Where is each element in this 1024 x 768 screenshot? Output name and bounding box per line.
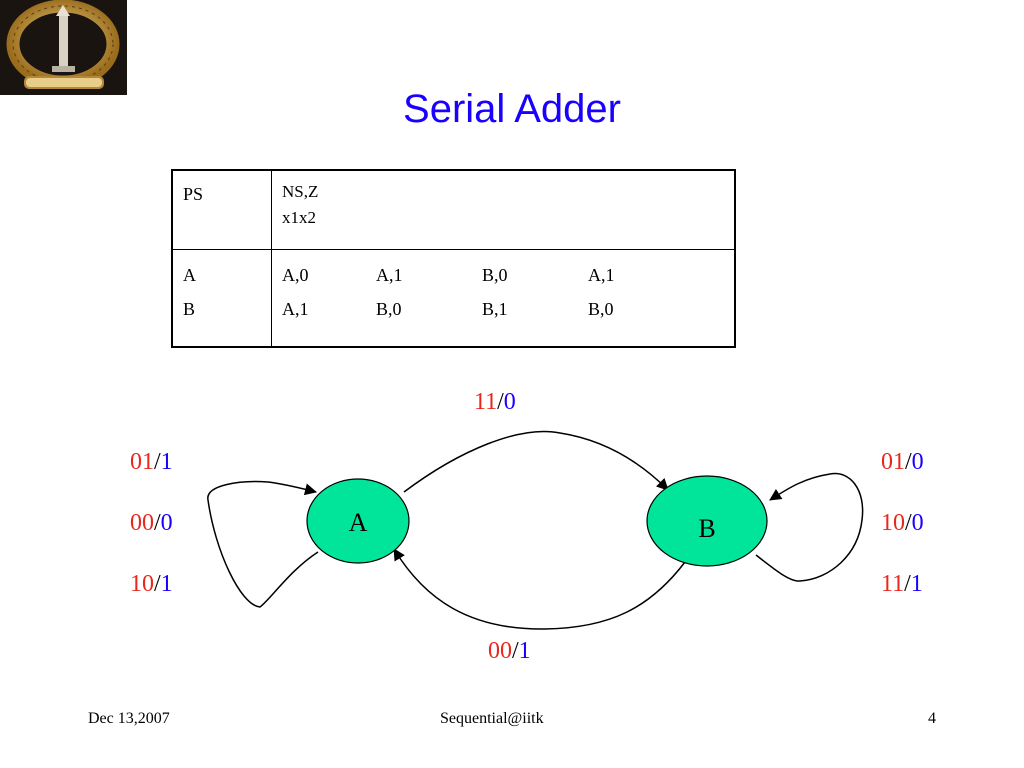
transition-label: 10/1 (130, 571, 173, 597)
table-cell: B,0 (376, 298, 402, 319)
self-loop-a (207, 480, 319, 608)
table-cell: A,1 (282, 298, 309, 319)
state-label: A (183, 264, 196, 285)
inputs-header: x1x2 (282, 208, 316, 227)
self-loop-b (755, 472, 864, 582)
transition-label: 01/0 (881, 449, 924, 475)
transition-label: 00/0 (130, 510, 173, 536)
state-table: PS NS,Z x1x2 A B A,0 A,1 B,0 A,1 A,1 B,0… (171, 169, 736, 348)
ns-column: A,0 A,1 B,0 A,1 A,1 B,0 B,1 B,0 (271, 248, 736, 348)
footer-course: Sequential@iitk (440, 710, 544, 727)
table-cell: B,0 (482, 264, 508, 285)
state-node-b-label: B (698, 514, 715, 543)
table-cell: B,0 (588, 298, 614, 319)
slide-title: Serial Adder (403, 87, 621, 131)
table-row: A,0 A,1 B,0 A,1 (282, 258, 724, 292)
table-row: A,1 B,0 B,1 B,0 (282, 292, 724, 326)
institute-logo (0, 0, 127, 95)
state-node-b (646, 475, 768, 567)
ns-header: NS,Z (282, 182, 319, 201)
transition-label: 01/1 (130, 449, 173, 475)
state-label: B (183, 298, 196, 319)
ns-header-cell: NS,Z x1x2 (271, 169, 736, 250)
state-table-header-row: PS NS,Z x1x2 (171, 169, 736, 250)
footer-date: Dec 13,2007 (88, 710, 170, 727)
table-cell: B,1 (482, 298, 508, 319)
ps-header-cell: PS (171, 169, 272, 250)
transition-label: 00/1 (488, 638, 531, 664)
state-node-a (306, 478, 410, 564)
transition-b-to-a (393, 548, 686, 630)
table-cell: A,1 (376, 264, 403, 285)
table-cell: A,0 (282, 264, 309, 285)
footer-page-number: 4 (928, 710, 936, 727)
table-cell: A,1 (588, 264, 615, 285)
transition-label: 11/1 (881, 571, 923, 597)
state-table-body-row: A B A,0 A,1 B,0 A,1 A,1 B,0 B,1 B,0 (171, 248, 736, 348)
transition-label: 10/0 (881, 510, 924, 536)
transition-a-to-b (403, 430, 669, 493)
state-node-a-label: A (349, 508, 368, 537)
ps-header: PS (183, 184, 204, 204)
transition-label: 11/0 (474, 389, 516, 415)
ps-column: A B (171, 248, 272, 348)
